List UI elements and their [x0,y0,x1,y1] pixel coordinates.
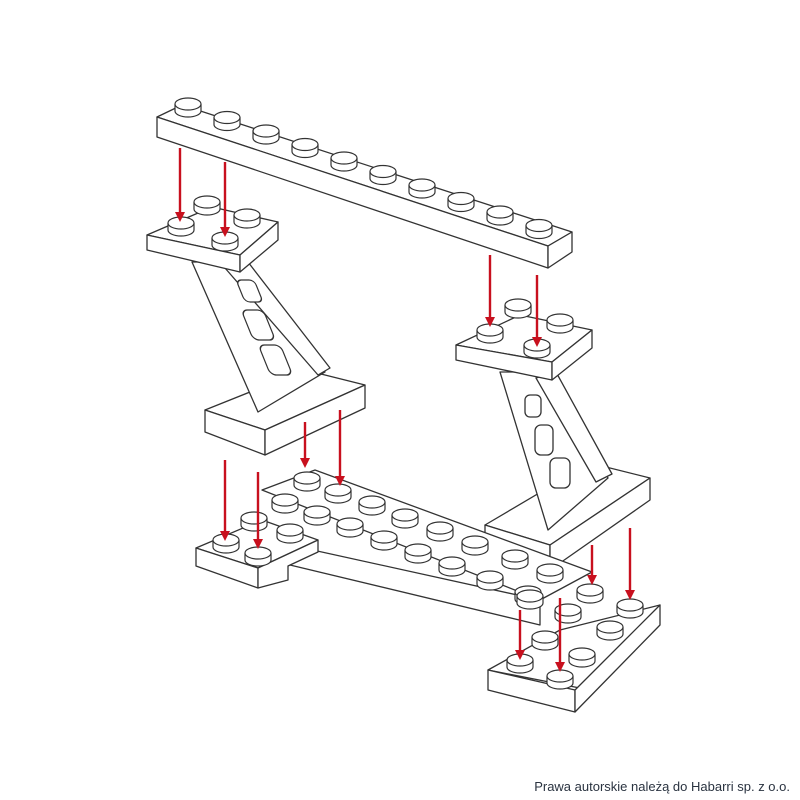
stud [576,583,604,604]
top-long-plate [156,97,573,269]
stud [213,110,241,132]
stud [616,598,644,619]
stud [504,298,532,319]
placement-arrow [175,148,185,222]
bottom-plate-studs [212,471,644,690]
stud [501,549,529,570]
stud [211,231,239,252]
stud [546,313,574,334]
stud [461,535,489,556]
stud [391,508,419,529]
stud [596,620,624,641]
stud [336,517,364,538]
placement-arrow [335,410,345,486]
stud [370,530,398,551]
stud [536,563,564,584]
stud [516,589,544,610]
stud [523,338,551,359]
right-support-studs [476,298,574,359]
placement-arrow [532,275,542,347]
stud [358,495,386,516]
placement-arrow [300,422,310,468]
bottom-base-plate [195,469,661,713]
stud [303,505,331,526]
stud [408,178,436,199]
stud [193,195,221,216]
stud [240,511,268,532]
stud [525,218,553,240]
stud [546,669,574,690]
stud [486,205,514,226]
placement-arrow [555,598,565,672]
placement-arrow [253,472,263,549]
stud [293,471,321,492]
copyright-notice: Prawa autorskie należą do Habarri sp. z … [534,779,790,794]
left-support-bracket [146,195,366,456]
placement-arrow [220,460,230,541]
stud [476,570,504,591]
stud [271,493,299,514]
stud [330,151,358,172]
left-support-studs [167,195,261,252]
stud [252,124,280,145]
stud [568,647,596,668]
stud [369,164,397,186]
placement-arrow [485,255,495,327]
stud [404,543,432,564]
stud [174,97,202,118]
placement-arrow [587,545,597,585]
stud [324,483,352,504]
placement-arrow [515,610,525,660]
stud [554,603,582,624]
stud [476,323,504,344]
stud [244,546,272,567]
stud [212,533,240,554]
stud [447,191,475,213]
placement-arrow [625,528,635,600]
top-plate-studs [174,97,553,240]
right-support-bracket [455,298,651,571]
stud [291,137,319,159]
stud [531,630,559,651]
stud [426,521,454,542]
placement-arrow [220,162,230,237]
red-placement-arrows [175,148,635,672]
stud [438,556,466,577]
stud [276,523,304,544]
stud [233,208,261,229]
